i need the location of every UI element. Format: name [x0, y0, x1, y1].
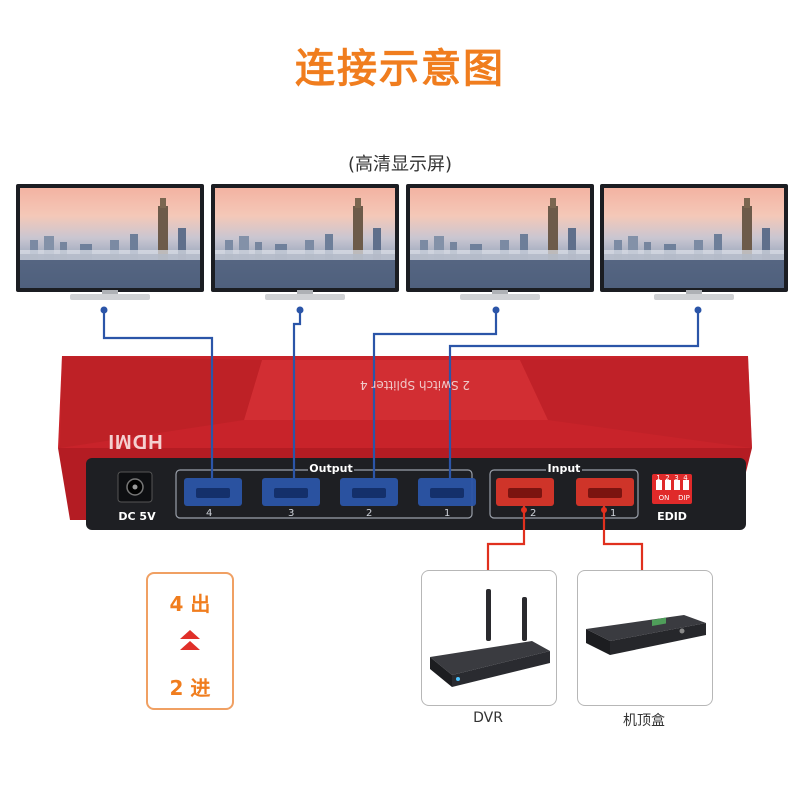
tv-stand [265, 294, 345, 300]
wire-dvr [486, 506, 526, 570]
display-2 [211, 184, 399, 300]
display-4 [600, 184, 788, 300]
wire-display-4 [448, 310, 700, 478]
splitter-rear-panel [86, 458, 746, 530]
cityscape-image [410, 188, 590, 288]
port-number-4: 4 [206, 508, 213, 519]
displays-caption: (高清显示屏) [347, 154, 453, 175]
output-port-4 [184, 478, 242, 506]
tv-stand [654, 294, 734, 300]
port-number-2: 2 [366, 508, 373, 519]
port-number-1: 1 [444, 508, 451, 519]
inputs-count: 2 进 [169, 676, 211, 700]
input-number-2: 2 [530, 508, 537, 519]
double-up-arrow-icon [180, 630, 200, 650]
dvr-card [421, 570, 557, 706]
product-name-label: 2 Switch Splitter 4 [360, 378, 471, 392]
input-port-2 [496, 478, 554, 506]
cityscape-image [20, 188, 200, 288]
output-port-1 [418, 478, 476, 506]
wire-set-top-box [602, 506, 644, 570]
edid-label: EDID [657, 510, 687, 523]
input-number-1: 1 [610, 508, 617, 519]
wire-display-3 [372, 310, 498, 478]
outputs-count: 4 出 [169, 592, 211, 616]
set-top-box-label: 机顶盒 [623, 713, 665, 729]
input-port-1 [576, 478, 634, 506]
tv-stand [460, 294, 540, 300]
power-label: DC 5V [118, 510, 156, 523]
hdmi-logo: HDMI [107, 430, 163, 452]
cityscape-image [604, 188, 784, 288]
tv-stand [70, 294, 150, 300]
output-label: Output [308, 462, 354, 475]
port-number-3: 3 [288, 508, 295, 519]
cityscape-image [215, 188, 395, 288]
set-top-box-card [577, 570, 713, 706]
wire-display-2 [292, 310, 302, 478]
wire-display-1 [102, 310, 214, 478]
display-1 [16, 184, 204, 300]
dvr-icon [430, 589, 550, 687]
output-port-2 [340, 478, 398, 506]
dvr-label: DVR [473, 710, 503, 726]
page-title: 连接示意图 [295, 46, 505, 92]
input-label: Input [546, 462, 582, 475]
output-port-3 [262, 478, 320, 506]
edid-dip-switch [652, 474, 692, 504]
display-3 [406, 184, 594, 300]
io-summary-badge: 4 出 2 进 [146, 572, 234, 710]
set-top-box-icon [586, 615, 706, 655]
